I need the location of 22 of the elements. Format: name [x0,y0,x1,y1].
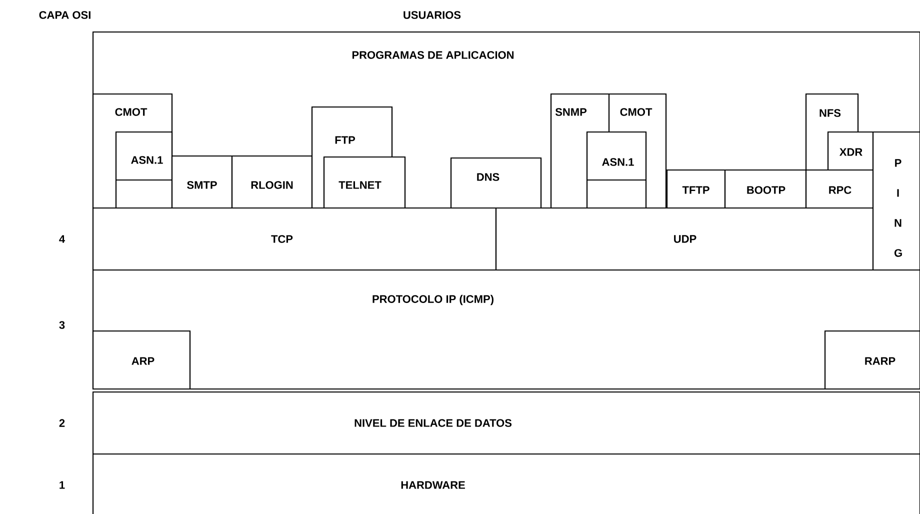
protocol-box: RPC [805,169,874,209]
layer-number: 4 [59,235,65,243]
protocol-box: ARP [92,330,191,390]
top-heading: USUARIOS [404,11,461,19]
layer-number: 1 [60,481,65,489]
protocol-box: ASN.1 [115,131,173,209]
protocol-box: BOOTP [724,169,807,209]
layer-number: 2 [59,419,65,427]
protocol-box: TFTP [666,169,726,209]
protocol-box: NIVEL DE ENLACE DE DATOS [92,391,920,455]
column-heading: CAPA OSI [39,11,90,19]
protocol-box: HARDWARE [92,453,920,514]
protocol-box: ASN.1 [586,131,647,209]
layer-number: 3 [59,321,65,329]
protocol-box: CMOT [608,94,652,132]
protocol-box: RLOGIN [231,155,313,209]
protocol-box: SMTP [171,155,233,209]
node-label: RARP [865,357,896,365]
protocol-box: XDR [827,131,874,171]
protocol-box: DNS [450,157,542,209]
protocol-box: TELNET [323,156,406,209]
protocol-box: RARP [824,330,920,390]
